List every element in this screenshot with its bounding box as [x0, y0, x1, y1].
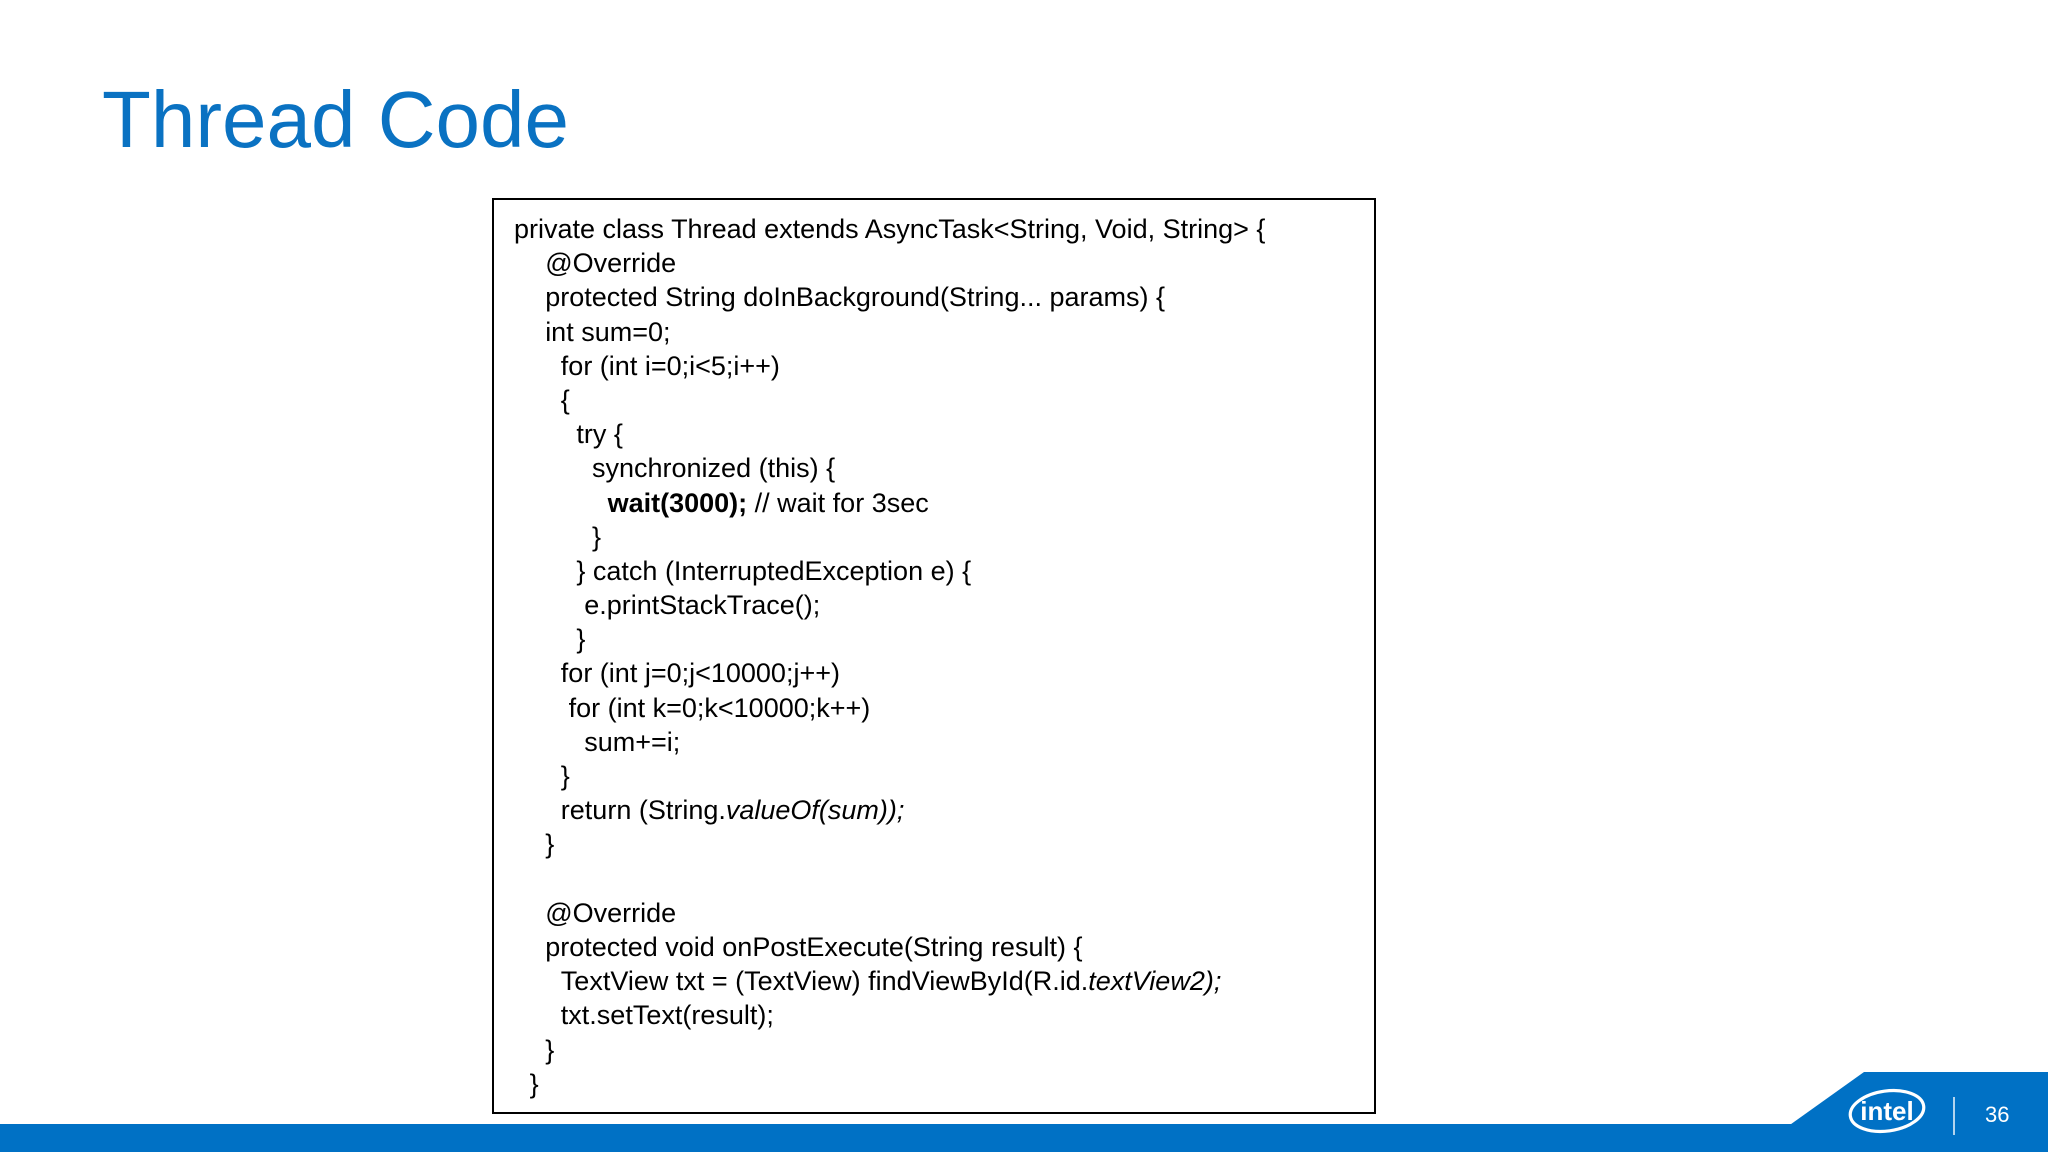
code-line: sum+=i; [514, 725, 1364, 759]
code-line: private class Thread extends AsyncTask<S… [514, 212, 1364, 246]
code-segment: // wait for 3sec [747, 487, 929, 518]
code-line: synchronized (this) { [514, 451, 1364, 485]
code-segment: for (int j=0;j<10000;j++) [560, 658, 840, 689]
code-segment: return (String. [560, 795, 726, 826]
code-line: int sum=0; [514, 315, 1364, 349]
code-segment: } [545, 829, 555, 860]
code-line: } [514, 1033, 1364, 1067]
code-line: for (int i=0;i<5;i++) [514, 349, 1364, 383]
code-segment: protected String doInBackground(String..… [545, 282, 1166, 313]
code-line: { [514, 383, 1364, 417]
code-segment: for (int k=0;k<10000;k++) [568, 692, 871, 723]
code-segment: for (int i=0;i<5;i++) [560, 350, 780, 381]
code-segment: } [529, 1068, 539, 1099]
code-segment: @Override [545, 248, 677, 279]
code-segment: @Override [545, 897, 677, 928]
code-segment: } [576, 624, 586, 655]
code-line: } catch (InterruptedException e) { [514, 554, 1364, 588]
code-line: return (String.valueOf(sum)); [514, 793, 1364, 827]
code-segment: } catch (InterruptedException e) { [576, 555, 972, 586]
code-line: wait(3000); // wait for 3sec [514, 486, 1364, 520]
code-line: txt.setText(result); [514, 998, 1364, 1032]
code-segment: e.printStackTrace(); [584, 590, 821, 621]
code-listing: private class Thread extends AsyncTask<S… [514, 212, 1364, 1101]
code-segment: private class Thread extends AsyncTask<S… [514, 214, 1266, 244]
code-segment: { [560, 384, 570, 415]
slide-title: Thread Code [102, 75, 569, 164]
code-line: for (int j=0;j<10000;j++) [514, 656, 1364, 690]
footer-bar [0, 1124, 2048, 1152]
intel-logo-text: intel [1860, 1096, 1913, 1126]
page-number: 36 [1985, 1102, 2010, 1127]
footer-divider [1953, 1097, 1955, 1135]
code-segment: valueOf(sum)); [725, 795, 905, 826]
code-line: } [514, 622, 1364, 656]
code-segment: txt.setText(result); [560, 1000, 774, 1031]
code-line: for (int k=0;k<10000;k++) [514, 691, 1364, 725]
code-line: protected void onPostExecute(String resu… [514, 930, 1364, 964]
code-box: private class Thread extends AsyncTask<S… [492, 198, 1376, 1114]
code-line [514, 862, 1364, 896]
code-segment: } [560, 761, 570, 791]
code-segment: } [592, 521, 602, 552]
code-line: } [514, 1067, 1364, 1101]
code-segment: protected void onPostExecute(String resu… [545, 931, 1083, 962]
code-segment: try { [576, 419, 623, 450]
code-segment: wait(3000); [607, 487, 748, 518]
code-line: } [514, 520, 1364, 554]
code-line: try { [514, 417, 1364, 451]
code-line: @Override [514, 246, 1364, 280]
code-segment: int sum=0; [545, 316, 671, 347]
code-segment: synchronized (this) { [592, 453, 836, 484]
code-line: @Override [514, 896, 1364, 930]
code-segment: textView2); [1088, 966, 1222, 997]
code-line: e.printStackTrace(); [514, 588, 1364, 622]
code-line: protected String doInBackground(String..… [514, 280, 1364, 314]
code-line: } [514, 827, 1364, 861]
code-segment: TextView txt = (TextView) findViewById(R… [560, 966, 1089, 997]
code-line: } [514, 759, 1364, 793]
code-segment: sum+=i; [584, 726, 681, 757]
code-line: TextView txt = (TextView) findViewById(R… [514, 964, 1364, 998]
code-segment: } [545, 1034, 555, 1065]
intel-logo-icon: intel [1848, 1088, 1926, 1134]
